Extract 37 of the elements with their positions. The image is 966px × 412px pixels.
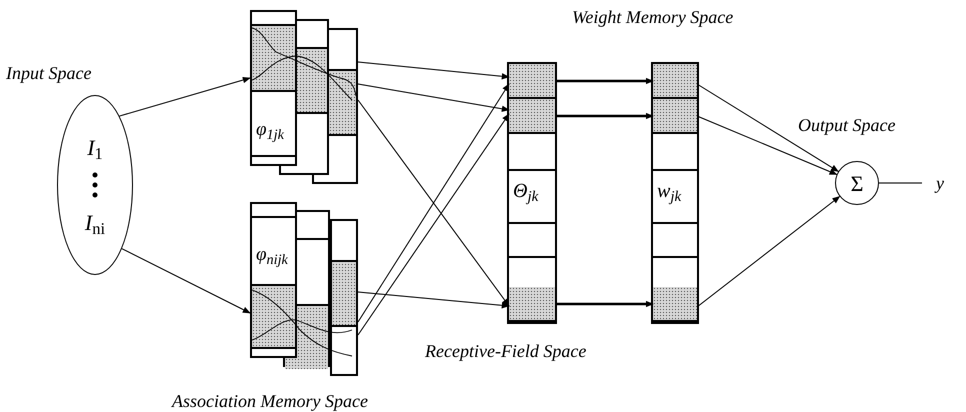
arrow <box>555 300 654 308</box>
sum-symbol: Σ <box>850 170 864 198</box>
arrow <box>358 292 510 309</box>
region-title: Weight Memory Space <box>572 6 734 29</box>
region-title: Receptive-Field Space <box>425 340 586 363</box>
memory-sheet <box>250 10 297 166</box>
memory-column <box>651 62 699 324</box>
basis-function-symbol: φ$_{1jk}$ <box>256 119 284 140</box>
region-title: Input Space <box>6 62 92 85</box>
memory-sheet <box>330 219 358 376</box>
cell-symbol: Θ$_{jk}$ <box>513 180 538 202</box>
shaded-cell <box>509 287 555 322</box>
memory-sheet <box>250 202 297 358</box>
shaded-cell <box>653 99 697 134</box>
cell-symbol: w$_{jk}$ <box>657 180 682 202</box>
arrow <box>121 248 251 314</box>
shaded-cell <box>653 64 697 99</box>
shaded-cell <box>653 287 697 322</box>
arrow <box>358 84 510 112</box>
region-title: Association Memory Space <box>172 390 368 412</box>
basis-function-symbol: φ$_{nijk}$ <box>256 244 288 265</box>
arrow <box>555 78 654 84</box>
arrow <box>118 76 251 117</box>
arrow <box>358 113 510 336</box>
shaded-cell <box>509 64 555 99</box>
input-ellipse <box>57 95 133 275</box>
arrow <box>555 112 654 120</box>
arrow <box>358 62 510 80</box>
input-symbol: I$_{ni}$ <box>84 209 106 239</box>
memory-column <box>507 62 557 324</box>
input-symbol: I$_{1}$ <box>87 134 103 164</box>
arrow <box>696 116 838 175</box>
arrow <box>696 196 840 308</box>
shaded-cell <box>509 99 555 134</box>
output-symbol: y <box>936 172 944 195</box>
arrow <box>696 84 839 172</box>
region-title: Output Space <box>798 114 896 137</box>
